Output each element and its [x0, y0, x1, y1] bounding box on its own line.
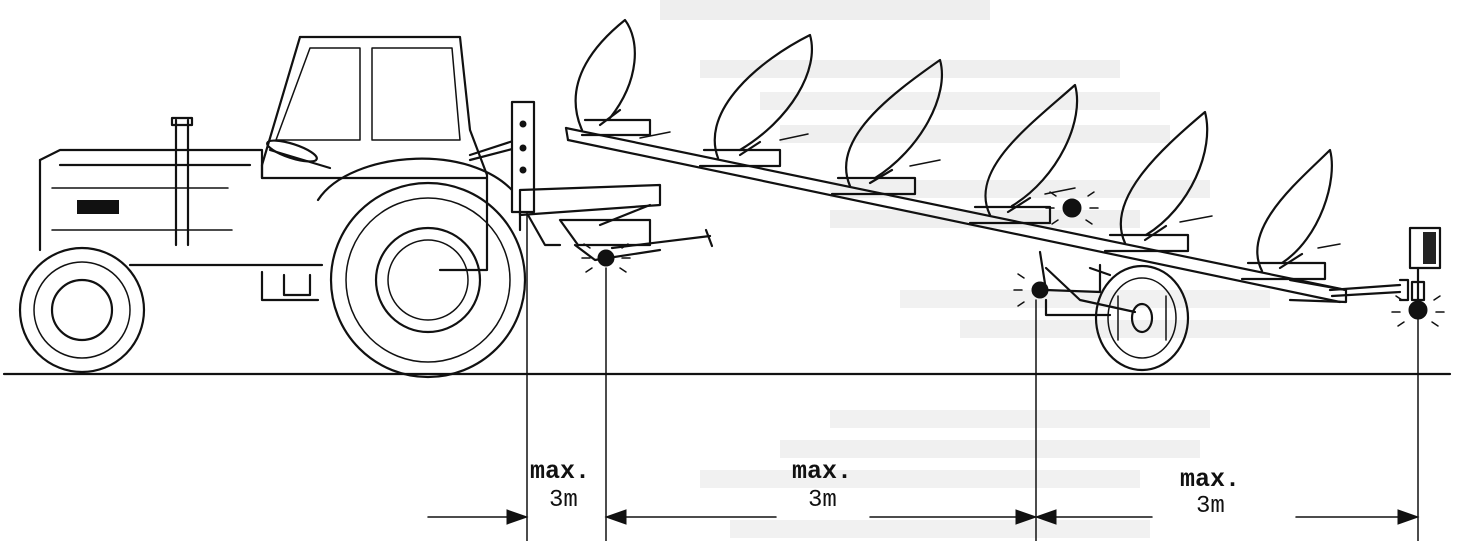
bleed-through-text [660, 0, 1270, 538]
plough-frame [564, 126, 1442, 312]
tractor [18, 35, 527, 379]
front-wheel-icon [18, 246, 146, 374]
plough-bodies [574, 18, 1341, 281]
warning-lamp-icon [1391, 295, 1445, 327]
plough-share-icon [698, 33, 813, 168]
plough-share-icon [968, 83, 1079, 225]
dimension-labels: max. 3m max. 3m max. 3m [530, 457, 1240, 520]
wheel-icon [1094, 264, 1190, 372]
warning-lamp-icon [581, 243, 631, 273]
plough-share-icon [574, 18, 671, 139]
plough-share-icon [1240, 148, 1341, 281]
dimension-2-value: 3m [808, 487, 837, 514]
warning-lamp-icon [1045, 191, 1099, 225]
dimension-lines [427, 211, 1420, 541]
plough-share-icon [1103, 110, 1213, 253]
rear-wheel-icon [329, 181, 527, 379]
dimension-1-label: max. [530, 457, 590, 486]
arrow-icon [506, 509, 529, 525]
dimension-3-value: 3m [1196, 493, 1225, 520]
arrow-icon [1397, 509, 1420, 525]
dimension-2-label: max. [792, 457, 852, 486]
dimension-1-value: 3m [549, 487, 578, 514]
grille-badge [77, 200, 119, 214]
plough-share-icon [830, 58, 943, 196]
arrow-icon [1015, 509, 1038, 525]
warning-lamp-icon [1013, 273, 1049, 307]
three-point-hitch [468, 100, 714, 262]
dimension-3-label: max. [1180, 465, 1240, 494]
transport-wheel [1038, 250, 1190, 372]
